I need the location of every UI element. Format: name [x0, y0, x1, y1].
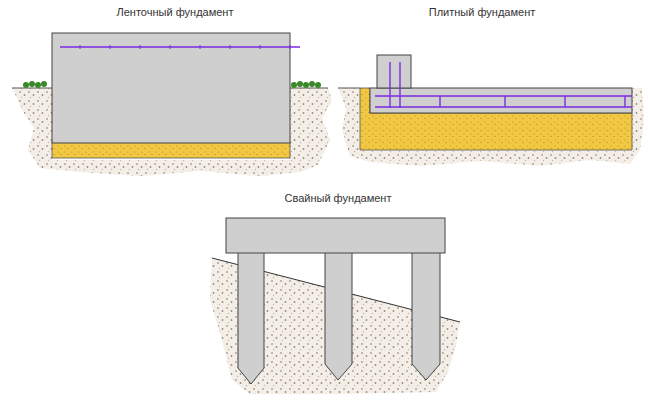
rebar-ties — [440, 96, 625, 107]
pile-foundation — [210, 218, 460, 394]
caption-label: Свайный фундамент — [285, 192, 392, 205]
rebar-tie — [80, 45, 81, 49]
ground-line — [338, 88, 360, 89]
rebar-tie — [439, 96, 440, 107]
rebar — [375, 95, 632, 97]
concrete-strip — [52, 33, 290, 143]
rebar — [60, 46, 300, 48]
pile-cap — [226, 218, 445, 253]
caption-label: Ленточный фундамент — [117, 6, 234, 19]
rebar-tie — [230, 45, 231, 49]
strip-foundation — [12, 33, 332, 176]
rebar-ties — [80, 45, 290, 49]
column-stub — [377, 55, 411, 88]
rebar-tie — [110, 45, 111, 49]
rebar — [389, 62, 390, 108]
caption-label: Плитный фундамент — [429, 6, 536, 19]
ground-line — [290, 88, 328, 89]
rebar-tie — [290, 45, 291, 49]
slab-foundation — [338, 55, 644, 166]
rebar-tie — [260, 45, 261, 49]
concrete-slab — [370, 88, 632, 113]
sand-cushion — [360, 88, 632, 150]
pile — [238, 250, 264, 384]
rebar-tie — [170, 45, 171, 49]
rebar-tie — [504, 96, 505, 107]
rebar-tie — [624, 96, 625, 107]
rebar-tie — [564, 96, 565, 107]
grass — [23, 81, 321, 88]
soil — [338, 88, 644, 166]
ground-line — [12, 88, 52, 89]
pile — [412, 250, 440, 380]
pile — [325, 250, 352, 380]
sand-cushion — [52, 142, 290, 158]
rebar — [399, 62, 400, 108]
rebar-tie — [140, 45, 141, 49]
rebar-tie — [200, 45, 201, 49]
rebar — [375, 106, 632, 108]
